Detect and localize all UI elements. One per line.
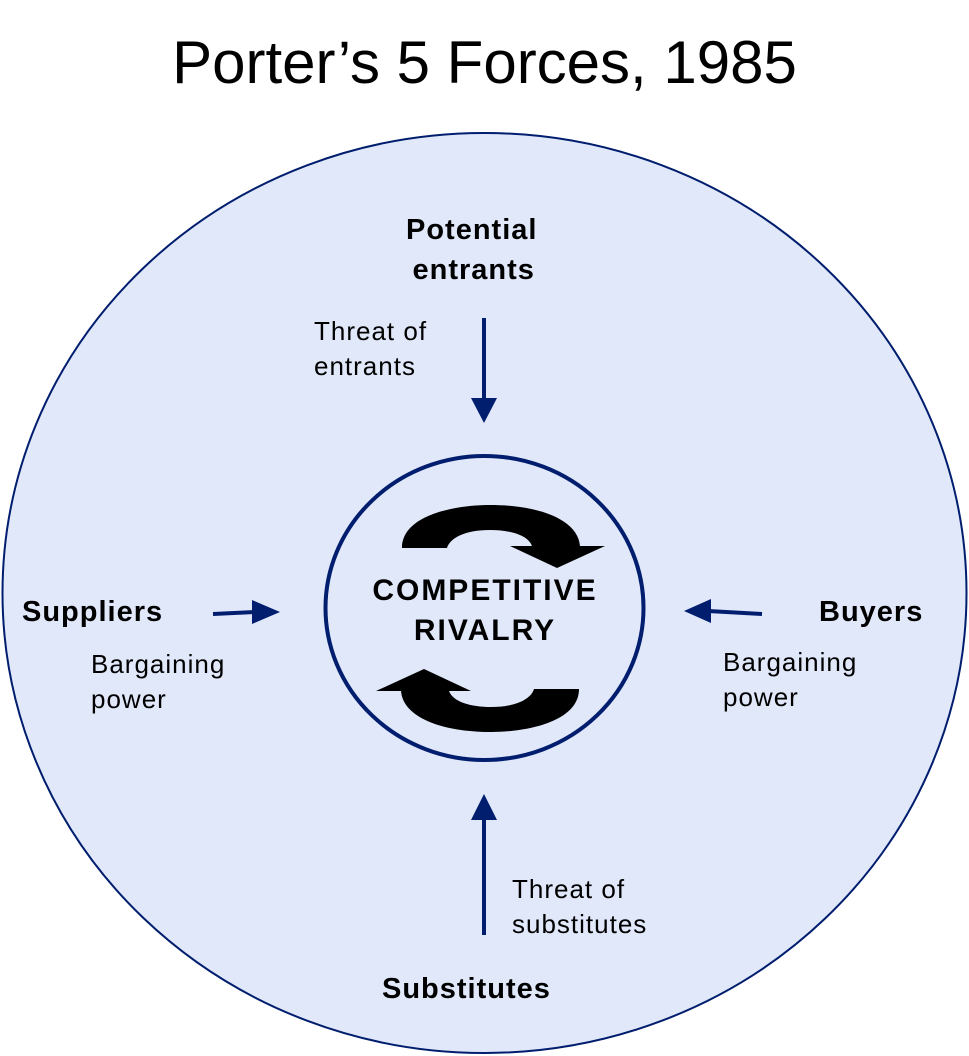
cycle-arrow-top	[402, 505, 605, 568]
arrow-buyers	[684, 599, 763, 623]
entrants-name-line2: entrants	[412, 254, 535, 286]
suppliers-label: Bargaining power	[91, 647, 225, 717]
rivalry-label: COMPETITIVE RIVALRY	[330, 571, 640, 651]
substitutes-label: Threat of substitutes	[512, 872, 647, 942]
buyers-label: Bargaining power	[723, 645, 857, 715]
cycle-arrow-bottom	[376, 669, 579, 732]
entrants-label: Threat of entrants	[314, 314, 427, 384]
arrow-substitutes	[471, 794, 497, 935]
entrants-label-line1: Threat of	[314, 316, 428, 346]
suppliers-label-line1: Bargaining	[91, 649, 226, 679]
suppliers-name: Suppliers	[22, 596, 164, 628]
page-title: Porter’s 5 Forces, 1985	[172, 29, 797, 96]
rivalry-label-line2: RIVALRY	[413, 614, 557, 647]
entrants-label-line2: entrants	[314, 351, 416, 381]
buyers-label-line1: Bargaining	[723, 647, 858, 677]
substitutes-label-line1: Threat of	[512, 874, 626, 904]
arrow-entrants	[471, 318, 497, 423]
substitutes-label-line2: substitutes	[512, 909, 648, 939]
buyers-label-line2: power	[723, 682, 799, 712]
rivalry-label-line1: COMPETITIVE	[372, 574, 598, 607]
arrow-suppliers	[212, 600, 280, 624]
buyers-name: Buyers	[819, 596, 924, 628]
substitutes-name: Substitutes	[382, 973, 551, 1005]
suppliers-label-line2: power	[91, 684, 167, 714]
rivalry-cycle-icon	[376, 505, 605, 732]
entrants-name: Potential entrants	[406, 210, 537, 290]
entrants-name-line1: Potential	[406, 214, 538, 246]
